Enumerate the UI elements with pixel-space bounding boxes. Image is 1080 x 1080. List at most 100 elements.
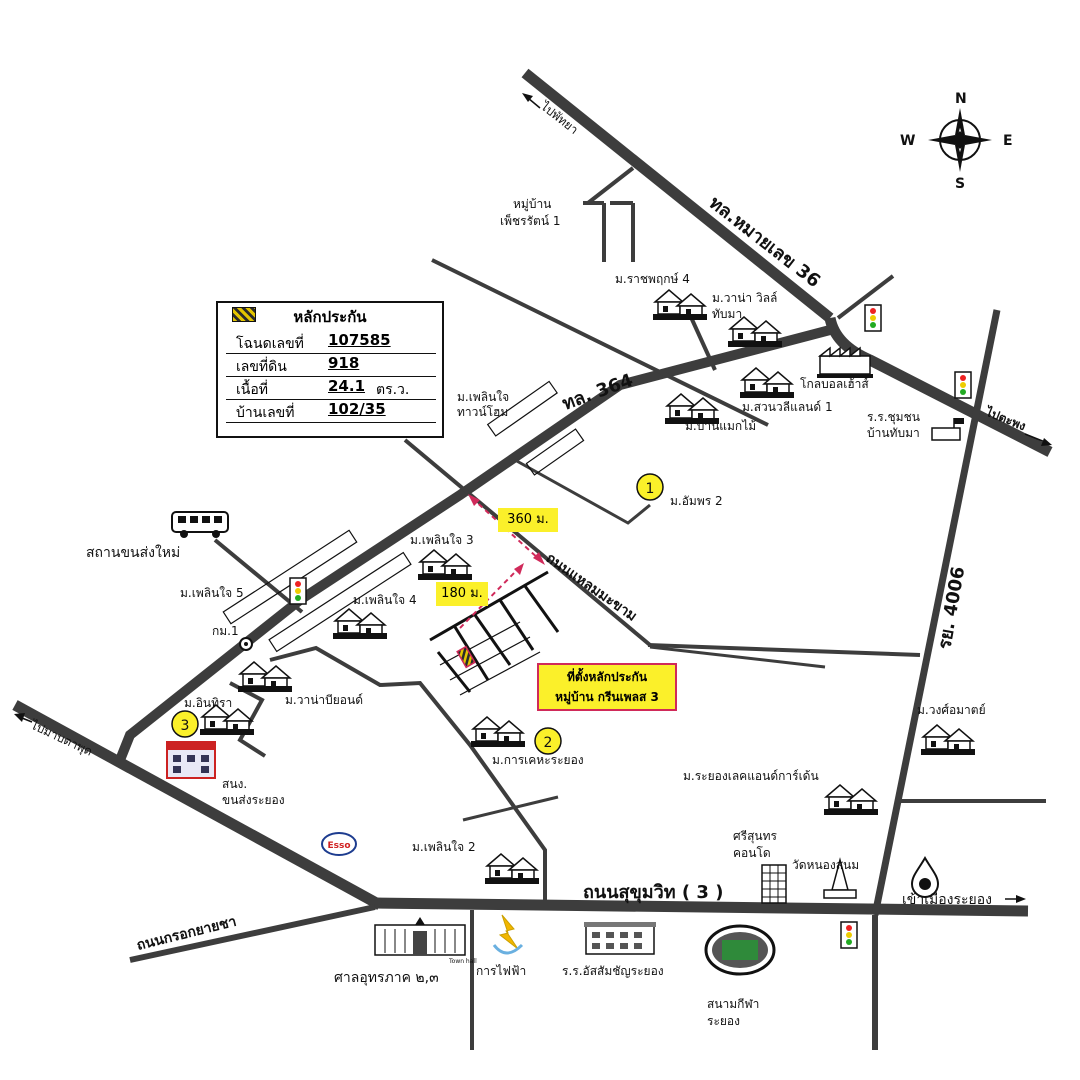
compass-w: W [900, 133, 915, 149]
legend-unit: ตร.ว. [376, 382, 410, 398]
road-rayong-4006 [871, 309, 1001, 916]
label-wongsomart: ม.วงศ์อมาตย์ [917, 703, 986, 717]
road-highway-36 [521, 68, 834, 323]
road-kankheha [269, 645, 547, 903]
house-icon [739, 367, 795, 399]
house-icon [417, 549, 473, 581]
house-icon [727, 316, 783, 348]
marker-3[interactable]: 3 [171, 710, 199, 738]
traffic-lights [289, 304, 972, 949]
road-label-36: ทล.หมายเลข 36 [705, 192, 824, 292]
temple-icon [823, 857, 857, 899]
marker-2-label: 2 [544, 735, 553, 751]
label-lakeland: ม.ระยองเลคแอนด์การ์เด้น [683, 769, 819, 783]
road-to-ban-chang [12, 700, 383, 910]
traffic-light-icon [954, 371, 972, 399]
legend-key: โฉนดเลขที่ [236, 336, 304, 352]
house-icon [484, 853, 540, 885]
label-kankheha: ม.การเคหะระยอง [492, 753, 584, 767]
city-landmark-icon [910, 856, 940, 898]
house-icon [920, 724, 976, 756]
label-bus-station: สถานขนส่งใหม่ [86, 544, 180, 561]
distance-tag-360: 360 ม. [498, 508, 558, 532]
label-phetcharat-2: เพ็ชรรัตน์ 1 [500, 213, 561, 228]
label-court: ศาลอุทรภาค ๒,๓ [334, 970, 439, 986]
house-icon [470, 716, 526, 748]
collateral-legend: หลักประกัน โฉนดเลขที่ 107585 เลขที่ดิน 9… [216, 301, 444, 438]
road-phetcharat [586, 166, 635, 205]
label-banmaekmai: ม.บ้านแมกไม้ [685, 419, 756, 433]
legend-value: 107585 [328, 331, 391, 349]
legend-row: เลขที่ดิน 918 [226, 354, 436, 377]
label-wat: วัดหนองสนม [792, 858, 859, 872]
road-label-364: ทล. 364 [560, 370, 636, 415]
compass-e: E [1003, 133, 1013, 149]
road-ratchaphruek [688, 314, 717, 371]
compass-n: N [955, 91, 967, 107]
label-stadium-1: สนามกีฬา [707, 997, 759, 1011]
direction-to-city: เข้าเมืองระยอง [902, 892, 992, 908]
legend-key: บ้านเลขที่ [236, 405, 295, 421]
label-electric: การไฟฟ้า [476, 964, 526, 978]
km-marker-icon [239, 637, 253, 651]
esso-logo-icon: Esso [321, 832, 357, 856]
house-icon [237, 661, 293, 693]
road-amphorn [514, 458, 651, 525]
marker-2[interactable]: 2 [534, 727, 562, 755]
road-kankheha-branch [462, 795, 559, 822]
arrow-icon [1024, 433, 1052, 446]
legend-value: 102/35 [328, 400, 386, 418]
marker-1-label: 1 [646, 481, 655, 497]
label-school-tabma-2: บ้านทับมา [867, 426, 920, 440]
arrow-icon [14, 713, 33, 723]
label-school-tabma-1: ร.ร.ชุมชน [867, 410, 920, 425]
compass-s: S [955, 176, 965, 192]
greenplace-village-grid [429, 570, 560, 696]
label-inthira: ม.อินทิรา [184, 696, 232, 710]
arrow-icon [522, 93, 541, 109]
collateral-plot [456, 645, 476, 669]
legend-value: 24.1 [328, 377, 366, 395]
road-east-lower [649, 645, 826, 669]
legend-value: 918 [328, 354, 360, 372]
label-school-assum: ร.ร.อัสสัมชัญระยอง [562, 964, 664, 978]
label-suanwali: ม.สวนวลีแลนด์ 1 [742, 400, 833, 414]
legend-row: เนื้อที่ 24.1 ตร.ว. [226, 377, 436, 400]
label-transport-office-1: สนง. [222, 777, 247, 791]
label-srisunthon-2: คอนโด [733, 846, 771, 860]
roads [12, 68, 1053, 1050]
court-building-icon: Town hall [374, 917, 477, 965]
road-northwest-diagonal [431, 258, 769, 427]
road-label-laem-makham: ถนนแหลมมะขาม [543, 550, 640, 625]
label-wana-villa-2: ทับมา [712, 307, 742, 321]
traffic-light-icon [840, 921, 858, 949]
traffic-light-icon [864, 304, 882, 332]
house-icon [332, 608, 388, 640]
label-ratchaphruek: ม.ราชพฤกษ์ 4 [615, 272, 690, 286]
site-box-line2: หมู่บ้าน กรีนเพลส 3 [555, 690, 659, 704]
electric-authority-icon [492, 914, 524, 955]
label-phetcharat-1: หมู่บ้าน [513, 197, 551, 212]
legend-key: เนื้อที่ [236, 382, 268, 398]
label-wana-beyond: ม.วาน่าบียอนด์ [285, 693, 363, 707]
label-stadium-2: ระยอง [707, 1014, 740, 1028]
label-ploenjai5: ม.เพลินใจ 5 [180, 586, 244, 600]
factory-icon [817, 346, 873, 378]
school-icon [931, 418, 964, 441]
road-bus-station [213, 538, 304, 614]
road-laem-makham [403, 438, 652, 647]
collateral-site-box: ที่ตั้งหลักประกัน หมู่บ้าน กรีนเพลส 3 [537, 663, 677, 711]
label-ploenjai-town-2: ทาวน์โฮม [457, 405, 508, 419]
compass-rose-icon [928, 108, 992, 172]
label-km1: กม.1 [212, 624, 239, 638]
legend-key: เลขที่ดิน [236, 359, 287, 375]
label-wana-villa-1: ม.วาน่า วิลล์ [712, 291, 777, 305]
townhome-block [486, 380, 585, 476]
label-amphorn: ม.อัมพร 2 [670, 494, 723, 508]
bus-icon [171, 511, 229, 538]
road-sukhumvit [374, 897, 1029, 917]
marker-1[interactable]: 1 [636, 473, 664, 501]
school-building-icon [584, 922, 656, 955]
stadium-icon [704, 924, 776, 976]
